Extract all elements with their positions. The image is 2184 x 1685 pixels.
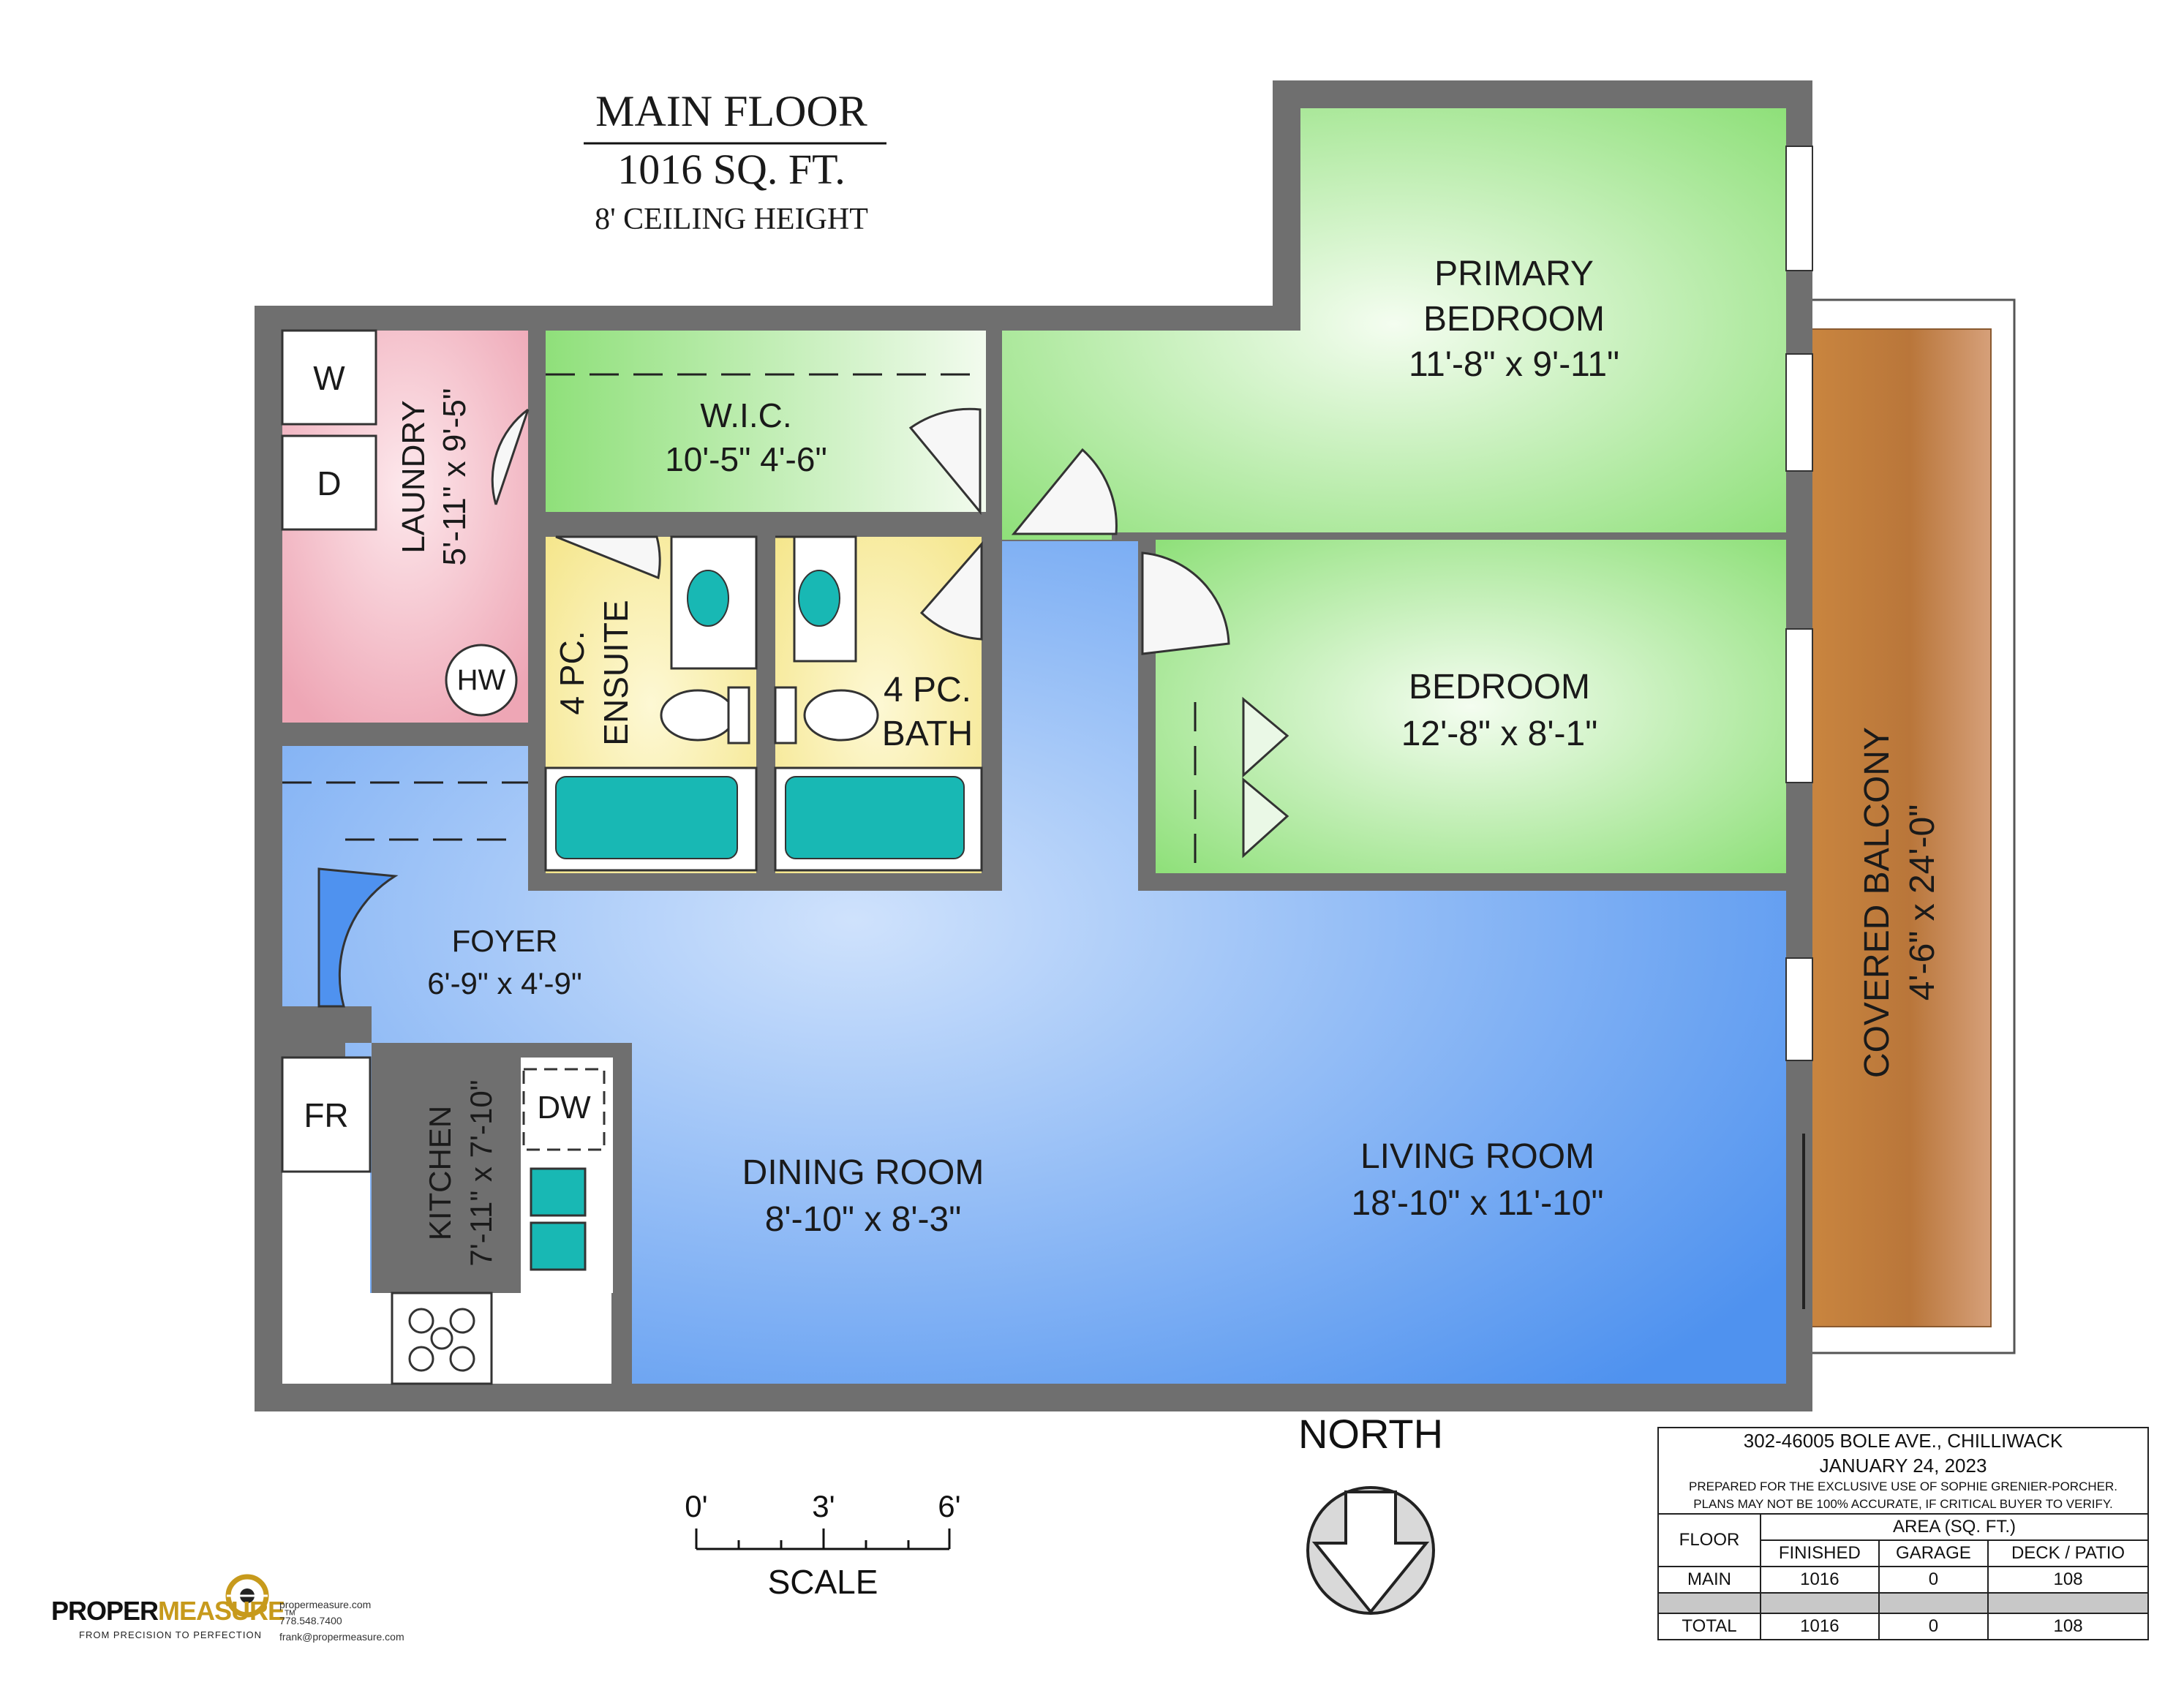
bath-toilet: [803, 689, 879, 742]
col-garage: GARAGE: [1878, 1539, 1989, 1567]
prepared-note: PREPARED FOR THE EXCLUSIVE USE OF SOPHIE…: [1657, 1478, 2149, 1496]
hot-water-tank: [445, 644, 518, 717]
living-room-label: LIVING ROOM 18'-10" x 11'-10": [1351, 1137, 1604, 1223]
bath-door[interactable]: [919, 540, 983, 641]
foyer-label: FOYER 6'-9" x 4'-9": [427, 924, 582, 1000]
logo-word-measure: MEASURE: [158, 1596, 285, 1626]
kitchen-sink-2: [530, 1221, 587, 1271]
fridge: [281, 1056, 372, 1173]
dining-room-label: DINING ROOM 8'-10" x 8'-3": [742, 1153, 984, 1239]
fridge-label: FR: [304, 1096, 349, 1134]
row-main-garage: 0: [1878, 1566, 1989, 1594]
company-logo: PROPERMEASURETM: [51, 1596, 295, 1626]
row-total-deck: 108: [1987, 1613, 2149, 1640]
plan-title: MAIN FLOOR: [595, 87, 867, 135]
row-main-floor: MAIN: [1657, 1566, 1761, 1594]
bedroom-door[interactable]: [1141, 551, 1230, 655]
ensuite-door[interactable]: [555, 535, 661, 580]
dishwasher-label: DW: [537, 1090, 591, 1126]
ensuite-toilet: [660, 689, 736, 742]
plan-date: JANUARY 24, 2023: [1657, 1453, 2149, 1478]
bath-sink: [798, 570, 840, 627]
ensuite-sink: [687, 570, 729, 627]
closet-door-upper[interactable]: [1242, 696, 1289, 778]
logo-phone: 778.548.7400: [279, 1615, 342, 1626]
primary-bedroom-floor: [1002, 108, 1786, 540]
washer-label: W: [313, 359, 345, 397]
logo-email: frank@propermeasure.com: [279, 1631, 404, 1643]
area-header: AREA (SQ. FT.): [1760, 1513, 2149, 1541]
covered-balcony: [1810, 328, 1992, 1327]
logo-emblem-icon: [225, 1574, 269, 1618]
dishwasher: [522, 1068, 606, 1151]
row-main-deck: 108: [1987, 1566, 2149, 1594]
dryer-label: D: [317, 464, 342, 502]
row-total-floor: TOTAL: [1657, 1613, 1761, 1640]
bedroom-label: BEDROOM 12'-8" x 8'-1": [1401, 668, 1598, 753]
hot-water-label: HW: [456, 664, 506, 696]
primary-bedroom-door[interactable]: [1011, 448, 1118, 535]
laundry-door[interactable]: [491, 408, 530, 505]
north-label: NORTH: [1298, 1411, 1444, 1457]
primary-bedroom-label: PRIMARY BEDROOM 11'-8" x 9'-11": [1408, 255, 1620, 384]
logo-tm: TM: [285, 1609, 295, 1618]
row-total-finished: 1016: [1760, 1613, 1880, 1640]
entry-door[interactable]: [317, 867, 399, 1008]
bath-label: 4 PC. BATH: [881, 671, 974, 753]
main-living-floor: [282, 541, 1786, 1384]
col-deck: DECK / PATIO: [1987, 1539, 2149, 1567]
ensuite-toilet-tank: [727, 686, 750, 745]
windows: [1785, 146, 1813, 1061]
row-main-finished: 1016: [1760, 1566, 1880, 1594]
address: 302-46005 BOLE AVE., CHILLIWACK: [1657, 1427, 2149, 1453]
scale-label: SCALE: [767, 1563, 878, 1601]
scale-tick-6: 6': [938, 1489, 961, 1523]
wic-label: W.I.C. 10'-5" 4'-6": [665, 396, 827, 478]
logo-tagline: FROM PRECISION TO PERFECTION: [79, 1629, 262, 1640]
kitchen-sink-1: [530, 1167, 587, 1217]
accuracy-note: PLANS MAY NOT BE 100% ACCURATE, IF CRITI…: [1657, 1496, 2149, 1515]
scale-tick-0: 0': [685, 1489, 708, 1523]
bath-tub: [785, 776, 965, 859]
closet-door-lower[interactable]: [1242, 777, 1289, 859]
ceiling-height: 8' CEILING HEIGHT: [595, 203, 868, 236]
floor-header: FLOOR: [1657, 1513, 1761, 1567]
row-total-garage: 0: [1878, 1613, 1989, 1640]
info-table: 302-46005 BOLE AVE., CHILLIWACK JANUARY …: [1657, 1427, 2149, 1640]
ensuite-tub: [555, 776, 738, 859]
plan-area: 1016 SQ. FT.: [617, 146, 846, 193]
col-finished: FINISHED: [1760, 1539, 1880, 1567]
wic-floor: [546, 331, 986, 512]
scale-tick-3: 3': [812, 1489, 835, 1523]
stove-burners: [408, 1308, 475, 1372]
washer: [281, 329, 377, 426]
bath-toilet-tank: [774, 686, 797, 745]
dryer: [281, 434, 377, 531]
scale-bar: [695, 1528, 951, 1550]
north-arrow-icon: [1306, 1486, 1435, 1615]
logo-website: propermeasure.com: [279, 1599, 372, 1610]
logo-word-proper: PROPER: [51, 1596, 159, 1626]
wic-door[interactable]: [908, 407, 982, 516]
